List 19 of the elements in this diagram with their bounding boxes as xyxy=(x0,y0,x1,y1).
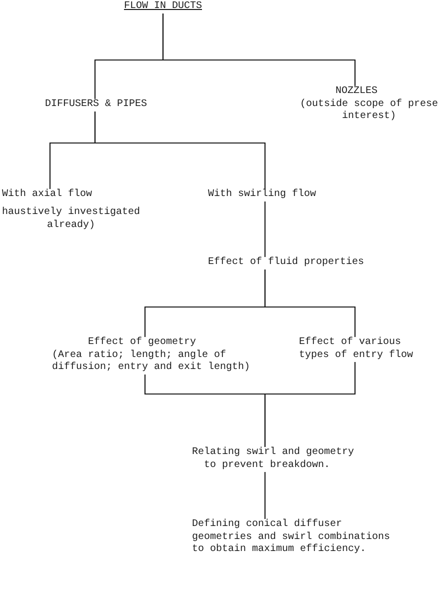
topic-label: Defining conical diffuser geometries and swirl combinations to obtain maximum efficiency. xyxy=(192,519,397,556)
topic-label: NOZZLES xyxy=(334,86,378,98)
topic-label: Effect of fluid properties xyxy=(208,257,368,270)
note-text: haustively investigated already) xyxy=(0,207,142,232)
note-text: (Area ratio; length; angle of diffusion; entry and exit length) xyxy=(52,350,252,374)
topic-label: With axial flow xyxy=(1,189,94,202)
connector-line xyxy=(264,362,356,447)
topic-label: With swirling flow xyxy=(208,189,320,202)
topic-label: DIFFUSERS & PIPES xyxy=(45,99,149,112)
title-label: FLOW IN DUCTS xyxy=(123,1,203,14)
connector-line xyxy=(162,14,356,86)
connector-line xyxy=(264,270,356,337)
topic-label: Relating swirl and geometry to prevent breakdown. xyxy=(192,447,362,472)
connector-line xyxy=(264,472,266,519)
connector-line xyxy=(264,202,266,257)
connector-line xyxy=(94,112,266,189)
topic-label: Effect of various types of entry flow xyxy=(299,337,419,362)
topic-label: Effect of geometry xyxy=(87,337,198,350)
note-text: (outside scope of prese interest) xyxy=(299,98,439,124)
